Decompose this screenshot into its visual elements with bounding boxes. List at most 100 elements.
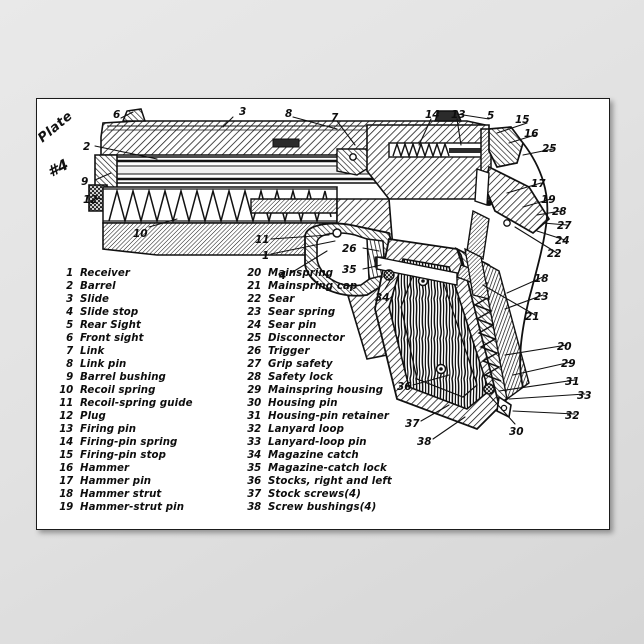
callout-number-23: 23 xyxy=(534,291,549,303)
legend-item: 12 Plug xyxy=(51,410,239,423)
legend-item-name: Housing-pin retainer xyxy=(268,411,390,422)
callout-number-33: 33 xyxy=(577,390,592,402)
legend-item-number: 27 xyxy=(247,359,261,370)
legend-item-name: Recoil spring xyxy=(80,385,156,396)
callout-number-19: 19 xyxy=(541,194,556,206)
legend-item-number: 25 xyxy=(247,333,261,344)
legend-item: 24 Sear pin xyxy=(239,319,451,332)
legend-item-number: 8 xyxy=(66,359,73,370)
legend-item-number: 2 xyxy=(66,281,73,292)
legend-item-number: 24 xyxy=(247,320,261,331)
legend-item: 9 Barrel bushing xyxy=(51,371,239,384)
legend-item-number: 15 xyxy=(59,450,73,461)
callout-number-32: 32 xyxy=(565,410,580,422)
callout-number-18: 18 xyxy=(534,273,549,285)
legend-item-name: Slide stop xyxy=(80,307,139,318)
legend-item: 11 Recoil-spring guide xyxy=(51,397,239,410)
legend-item-number: 35 xyxy=(247,463,261,474)
legend-item-number: 12 xyxy=(59,411,73,422)
legend-item-number: 18 xyxy=(59,489,73,500)
legend-item-name: Hammer-strut pin xyxy=(80,502,185,513)
legend-item-name: Link pin xyxy=(80,359,127,370)
legend-item-name: Link xyxy=(80,346,105,357)
legend-item: 19 Hammer-strut pin xyxy=(51,501,239,514)
legend-item-name: Barrel bushing xyxy=(80,372,166,383)
legend-item-number: 9 xyxy=(66,372,73,383)
legend-item-name: Rear Sight xyxy=(80,320,141,331)
legend-item-number: 34 xyxy=(247,450,261,461)
pistol-diagram-svg xyxy=(88,108,586,440)
legend-item-number: 10 xyxy=(59,385,73,396)
callout-number-17: 17 xyxy=(531,178,546,190)
legend-item-number: 21 xyxy=(247,281,261,292)
callout-number-7: 7 xyxy=(331,112,339,124)
callout-number-30: 30 xyxy=(509,426,524,438)
legend-item-number: 31 xyxy=(247,411,261,422)
legend-item: 34 Magazine catch xyxy=(239,449,451,462)
legend-item-name: Firing-pin stop xyxy=(80,450,167,461)
callout-number-20: 20 xyxy=(557,341,572,353)
legend-item-number: 11 xyxy=(59,398,73,409)
legend-item-number: 16 xyxy=(59,463,73,474)
legend-item-name: Plug xyxy=(80,411,106,422)
callout-number-6: 6 xyxy=(113,109,121,121)
callout-number-5: 5 xyxy=(487,110,495,122)
callout-number-14: 14 xyxy=(425,109,440,121)
callout-number-12: 12 xyxy=(83,194,98,206)
callout-number-1: 1 xyxy=(262,250,270,262)
callout-number-24: 24 xyxy=(555,235,570,247)
callout-number-38: 38 xyxy=(417,436,432,448)
legend-item-name: Firing pin xyxy=(80,424,137,435)
legend-item-name: Screw bushings(4) xyxy=(268,502,377,513)
callout-number-22: 22 xyxy=(547,248,562,260)
legend-item-number: 5 xyxy=(66,320,73,331)
legend-item: 16 Hammer xyxy=(51,462,239,475)
legend-item-number: 4 xyxy=(66,307,73,318)
legend-item-name: Recoil-spring guide xyxy=(80,398,193,409)
callout-number-35: 35 xyxy=(342,264,357,276)
callout-number-31: 31 xyxy=(565,376,580,388)
legend-item-number: 29 xyxy=(247,385,261,396)
legend-item: 36 Stocks, right and left xyxy=(239,475,451,488)
legend-item-name: Mainspring housing xyxy=(268,385,384,396)
callout-number-29: 29 xyxy=(561,358,576,370)
legend-item-name: Stocks, right and left xyxy=(268,476,392,487)
legend-item-number: 23 xyxy=(247,307,261,318)
legend-item-name: Magazine catch xyxy=(268,450,359,461)
legend-item-name: Sear pin xyxy=(268,320,317,331)
callout-number-2: 2 xyxy=(83,141,91,153)
legend-item-number: 36 xyxy=(247,476,261,487)
legend-item-name: Magazine-catch lock xyxy=(268,463,387,474)
callout-number-37: 37 xyxy=(405,418,420,430)
legend-item-name: Slide xyxy=(80,294,110,305)
legend-item-name: Hammer xyxy=(80,463,130,474)
callout-number-28: 28 xyxy=(552,206,567,218)
callout-number-3: 3 xyxy=(239,106,247,118)
legend-item-number: 19 xyxy=(59,502,73,513)
legend-item-name: Housing pin xyxy=(268,398,338,409)
legend-item-number: 28 xyxy=(247,372,261,383)
legend-item-name: Trigger xyxy=(268,346,310,357)
legend-item: 29 Mainspring housing xyxy=(239,384,451,397)
callout-number-21: 21 xyxy=(525,311,540,323)
legend-item: 15 Firing-pin stop xyxy=(51,449,239,462)
